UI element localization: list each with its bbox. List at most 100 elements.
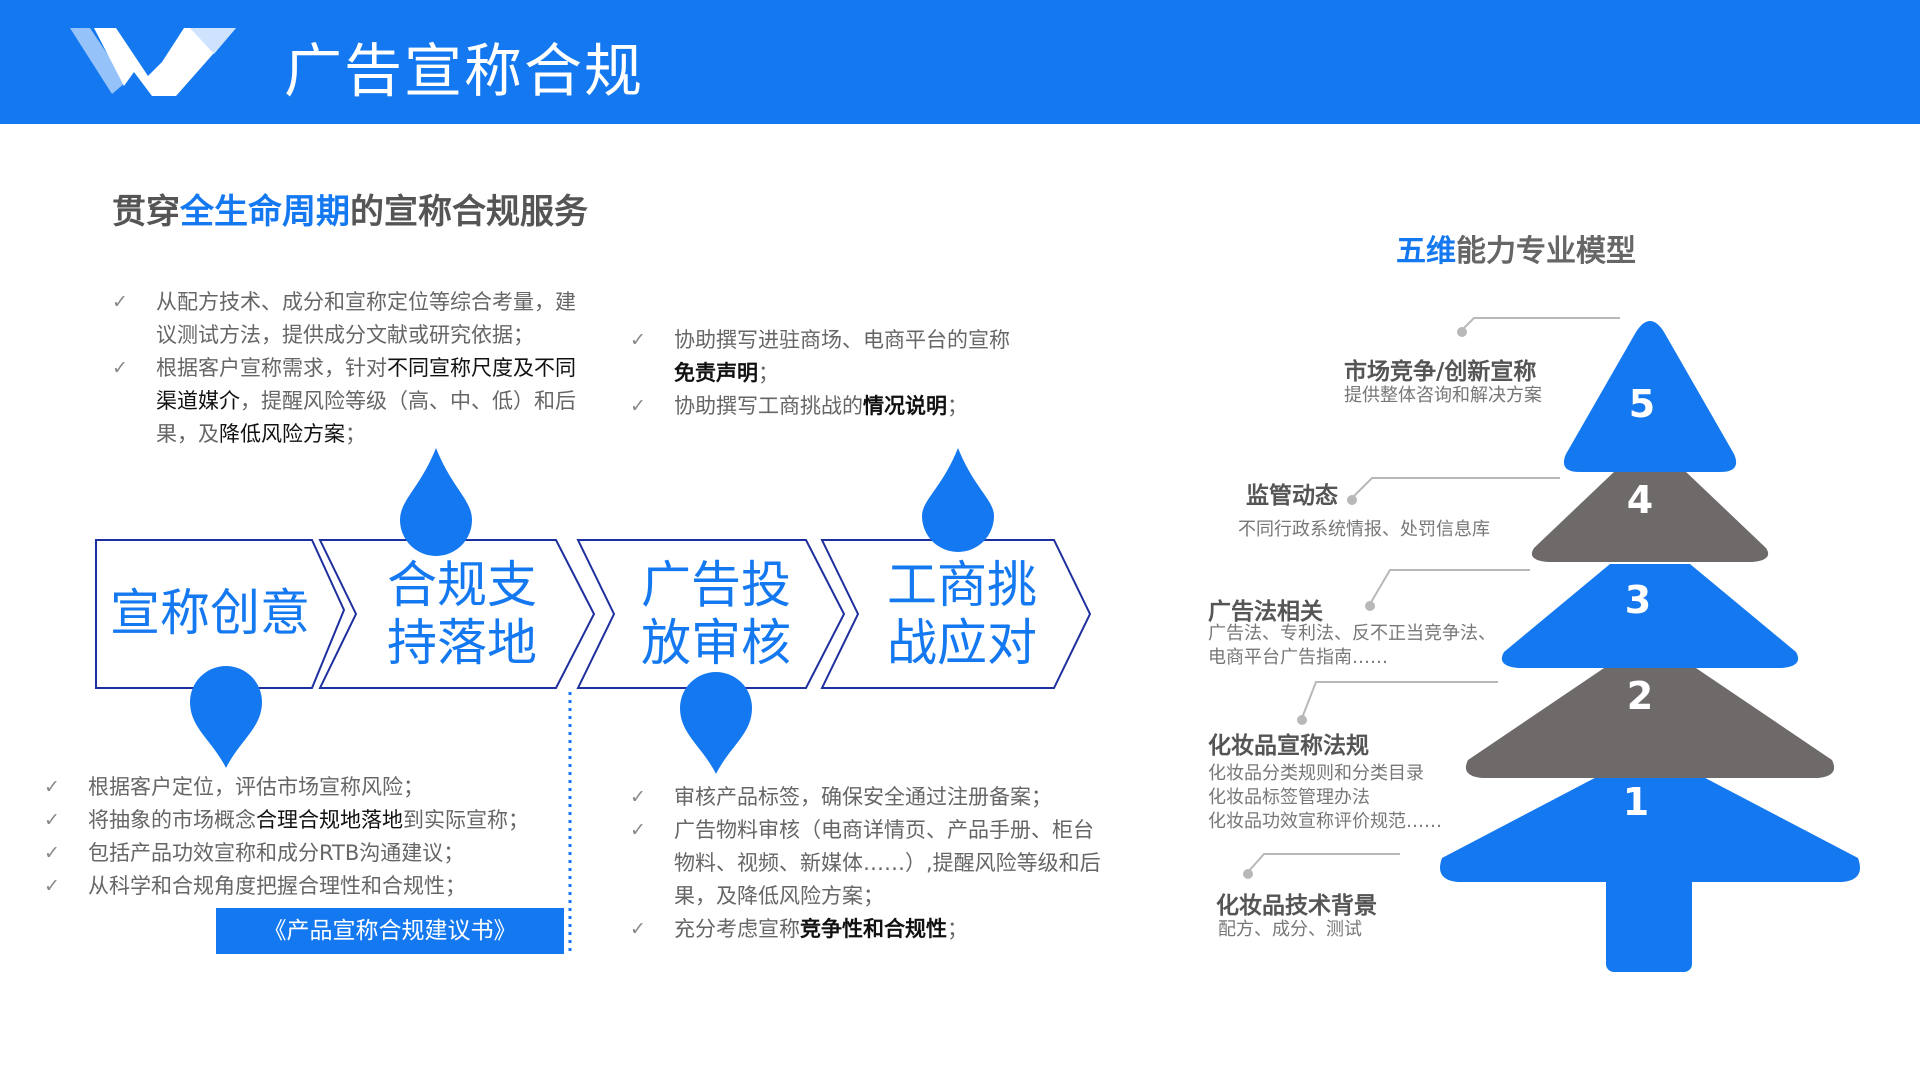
level-1-title: 化妆品技术背景	[1216, 893, 1377, 919]
stage-3-label-line1: 广告投	[641, 556, 791, 614]
text-segment: 从配方技术、成分和宣称定位等综合考量，	[156, 290, 555, 314]
text-segment: 广告物料审核（电商详情页、产品手册、柜台物料、视频、新媒体……）,提醒风险等级和…	[674, 818, 1101, 908]
list-item: 从科学和合规角度把握合理性和合规性；	[44, 870, 564, 903]
text-segment: 从科学和合规角度把握合理性和合规性；	[88, 874, 466, 898]
connector-dot-3	[1365, 601, 1375, 611]
level-2-desc-2: 化妆品标签管理办法	[1208, 787, 1370, 808]
list-item: 广告物料审核（电商详情页、产品手册、柜台物料、视频、新媒体……）,提醒风险等级和…	[630, 814, 1106, 913]
level-2-desc-3: 化妆品功效宣称评价规范……	[1208, 811, 1442, 832]
text-segment: 审核产品标签，确保安全通过注册备案；	[674, 785, 1052, 809]
list-item: 包括产品功效宣称和成分RTB沟通建议；	[44, 837, 564, 870]
bottom-mid-list: 审核产品标签，确保安全通过注册备案； 广告物料审核（电商详情页、产品手册、柜台物料…	[630, 781, 1106, 946]
model-title-rest: 能力专业模型	[1456, 234, 1636, 269]
chevron-stage-4	[820, 539, 1092, 689]
subtitle-prefix: 贯穿	[112, 192, 180, 232]
top-left-list: 从配方技术、成分和宣称定位等综合考量，建议测试方法，提供成分文献或研究依据；根据…	[112, 286, 582, 451]
connector-dot-2	[1297, 715, 1307, 725]
level-5-desc: 提供整体咨询和解决方案	[1344, 385, 1542, 406]
text-segment: 根据客户宣称需求，针对	[156, 356, 387, 380]
level-4-number: 4	[1626, 478, 1654, 522]
connector-dot-5	[1457, 327, 1467, 337]
chevron-stage-1	[95, 539, 346, 689]
connector-4	[1351, 477, 1560, 499]
tree-tier-3	[1501, 564, 1799, 668]
list-item: 充分考虑宣称竞争性和合规性；	[630, 913, 1106, 946]
level-5-title: 市场竞争/创新宣称	[1344, 359, 1537, 385]
bold-text: 免责声明	[674, 361, 758, 385]
stage-2-label: 合规支持落地	[356, 556, 568, 672]
level-3-desc-1: 广告法、专利法、反不正当竞争法、	[1208, 623, 1496, 644]
tree-tier-4	[1531, 470, 1769, 562]
text-segment: ，提醒风险等级（高、中、低）和后果，及	[156, 389, 576, 446]
text-segment: ；	[947, 394, 968, 418]
text-segment: 协助撰写工商挑战的	[674, 394, 863, 418]
list-item: 从配方技术、成分和宣称定位等综合考量，建议测试方法，提供成分文献或研究依据；	[112, 286, 582, 352]
tree-tier-5	[1563, 321, 1737, 472]
connector-dot-1	[1243, 869, 1253, 879]
stage-4-label-line1: 工商挑	[887, 556, 1037, 614]
level-3-title: 广告法相关	[1208, 599, 1323, 625]
list-item: 协助撰写工商挑战的情况说明；	[630, 390, 1010, 423]
text-segment: 根据客户定位，评估市场宣称风险；	[88, 775, 424, 799]
text-segment: 包括产品功效宣称和成分RTB沟通建议；	[88, 841, 465, 865]
stage-2-label-line2: 持落地	[387, 614, 537, 672]
level-4-title: 监管动态	[1246, 483, 1338, 509]
model-title: 五维能力专业模型	[1396, 226, 1636, 270]
level-1-number: 1	[1622, 780, 1650, 824]
subtitle-suffix: 的宣称合规服务	[350, 192, 588, 232]
level-2-title: 化妆品宣称法规	[1208, 733, 1369, 759]
text-segment: 将抽象的市场概念	[88, 808, 256, 832]
chevron-stage-3	[576, 539, 846, 689]
level-3-desc-2: 电商平台广告指南……	[1208, 647, 1388, 668]
level-2-number: 2	[1626, 674, 1654, 718]
bottom-left-list: 根据客户定位，评估市场宣称风险； 将抽象的市场概念合理合规地落地到实际宣称； 包括产…	[44, 771, 564, 903]
subtitle-highlight: 全生命周期	[180, 192, 350, 232]
bold-text: 情况说明	[863, 394, 947, 418]
list-item: 根据客户宣称需求，针对不同宣称尺度及不同渠道媒介，提醒风险等级（高、中、低）和后…	[112, 352, 582, 451]
level-2-desc-1: 化妆品分类规则和分类目录	[1208, 763, 1424, 784]
stage-1-label: 宣称创意	[110, 584, 310, 642]
stage-3-label: 广告投放审核	[610, 556, 822, 672]
drop-down-stage-3	[680, 672, 752, 774]
text-segment: ；	[345, 422, 366, 446]
level-3-number: 3	[1624, 578, 1652, 622]
tree-tier-2	[1465, 664, 1835, 778]
text-segment: 到实际宣称；	[403, 808, 529, 832]
text-segment: ；	[758, 361, 779, 385]
list-item: 审核产品标签，确保安全通过注册备案；	[630, 781, 1106, 814]
text-segment: 降低风险方案	[219, 422, 345, 446]
page-title: 广告宣称合规	[284, 37, 645, 105]
level-5-number: 5	[1628, 382, 1656, 426]
top-right-list: 协助撰写进驻商场、电商平台的宣称免责声明；协助撰写工商挑战的情况说明；	[630, 324, 1010, 423]
connector-1	[1247, 853, 1400, 873]
level-4-desc: 不同行政系统情报、处罚信息库	[1238, 519, 1490, 540]
text-segment: ；	[947, 917, 968, 941]
stage-4-label: 工商挑战应对	[856, 556, 1068, 672]
list-item: 将抽象的市场概念合理合规地落地到实际宣称；	[44, 804, 564, 837]
chevron-stage-2	[318, 539, 596, 689]
wave-w-logo-icon	[70, 28, 236, 96]
bold-text: 竞争性和合规性	[800, 917, 947, 941]
header-bar: 广告宣称合规	[0, 0, 1920, 124]
connector-5	[1461, 317, 1620, 331]
proposal-doc-banner: 《产品宣称合规建议书》	[216, 908, 564, 954]
text-segment: 充分考虑宣称	[674, 917, 800, 941]
list-item: 协助撰写进驻商场、电商平台的宣称免责声明；	[630, 324, 1010, 390]
stage-2-label-line1: 合规支	[387, 556, 537, 614]
section-subtitle: 贯穿全生命周期的宣称合规服务	[112, 184, 588, 233]
list-item: 根据客户定位，评估市场宣称风险；	[44, 771, 564, 804]
drop-up-stage-4	[922, 448, 994, 552]
text-segment: 不同宣称尺度及不同渠道媒介	[156, 356, 576, 413]
tree-trunk	[1606, 860, 1692, 972]
stage-4-label-line2: 战应对	[887, 614, 1037, 672]
text-segment: 合理合规地落地	[256, 808, 403, 832]
drop-up-stage-2	[400, 448, 472, 556]
drop-down-stage-1	[190, 666, 262, 768]
model-title-highlight: 五维	[1396, 234, 1456, 269]
level-1-desc: 配方、成分、测试	[1218, 919, 1362, 940]
text-segment: 建议测试方法，提供成分文献或研究依据；	[156, 290, 576, 347]
connector-3	[1369, 569, 1530, 605]
connector-dot-4	[1347, 495, 1357, 505]
